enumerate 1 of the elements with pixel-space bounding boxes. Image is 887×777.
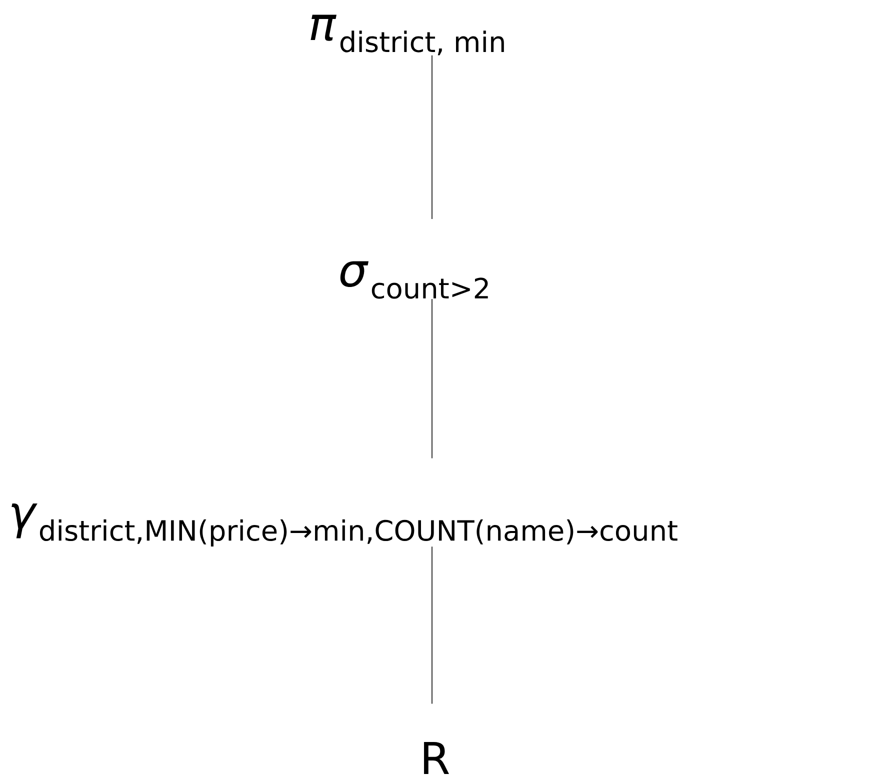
relation-label: R [424, 742, 450, 774]
